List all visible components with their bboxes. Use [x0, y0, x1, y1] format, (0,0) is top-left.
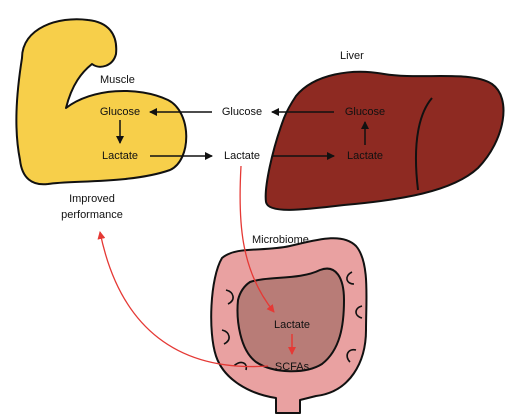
muscle-title: Muscle	[100, 74, 135, 86]
outcome-line-2: performance	[61, 209, 123, 221]
liver-shape	[266, 72, 504, 210]
blood-glucose-label: Glucose	[222, 106, 262, 118]
liver-glucose-label: Glucose	[345, 106, 385, 118]
microbiome-scfa-label: SCFAs	[275, 361, 310, 373]
muscle-lactate-label: Lactate	[102, 150, 138, 162]
outcome-line-1: Improved	[69, 193, 115, 205]
liver-title: Liver	[340, 50, 364, 62]
microbiome-lactate-label: Lactate	[274, 319, 310, 331]
muscle-organ: Muscle Glucose Lactate	[16, 19, 186, 184]
microbiome-title: Microbiome	[252, 234, 309, 246]
blood-lactate-label: Lactate	[224, 150, 260, 162]
liver-lactate-label: Lactate	[347, 150, 383, 162]
microbiome-organ: Microbiome Lactate SCFAs	[211, 234, 366, 413]
liver-organ: Liver Glucose Lactate	[266, 50, 504, 210]
muscle-glucose-label: Glucose	[100, 106, 140, 118]
